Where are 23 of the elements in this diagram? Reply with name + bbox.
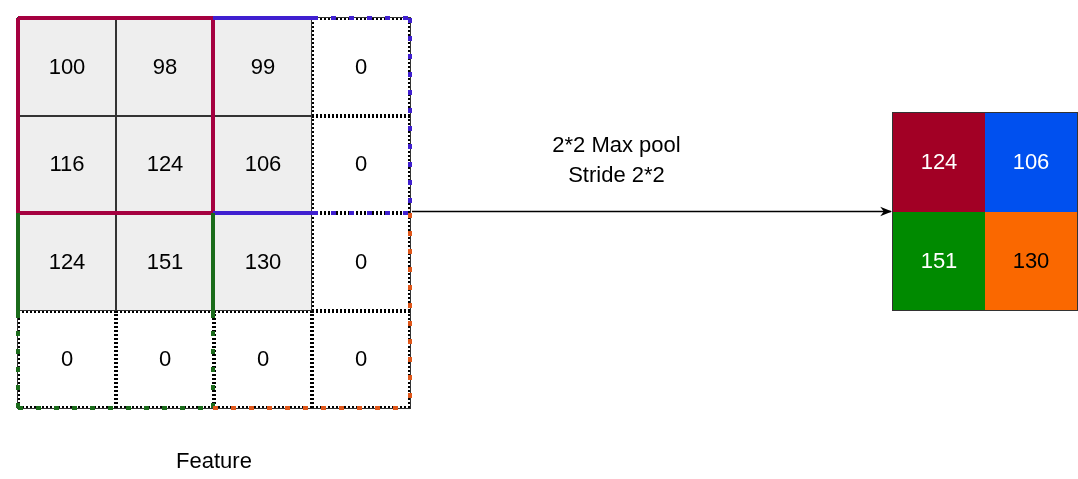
feature-cell: 124 <box>116 115 214 213</box>
feature-cell: 116 <box>18 115 116 213</box>
padding-cell: 0 <box>312 213 410 311</box>
feature-cell: 151 <box>116 213 214 311</box>
pooled-grid <box>893 113 1077 310</box>
arrow <box>411 206 893 217</box>
padding-cell: 0 <box>312 310 410 408</box>
feature-grid <box>18 18 410 408</box>
feature-cell: 130 <box>214 213 312 311</box>
padding-cell: 0 <box>214 310 312 408</box>
padding-cell: 0 <box>18 310 116 408</box>
pooled-cell: 124 <box>893 113 985 212</box>
feature-cell: 99 <box>214 18 312 116</box>
padding-cell: 0 <box>116 310 214 408</box>
feature-cell: 124 <box>18 213 116 311</box>
feature-cell: 106 <box>214 115 312 213</box>
feature-cell: 98 <box>116 18 214 116</box>
feature-cell: 100 <box>18 18 116 116</box>
padding-cell: 0 <box>312 18 410 116</box>
padding-cell: 0 <box>312 115 410 213</box>
pooled-cell: 130 <box>985 211 1077 310</box>
pooled-cell: 106 <box>985 113 1077 212</box>
pooled-cell: 151 <box>893 211 985 310</box>
